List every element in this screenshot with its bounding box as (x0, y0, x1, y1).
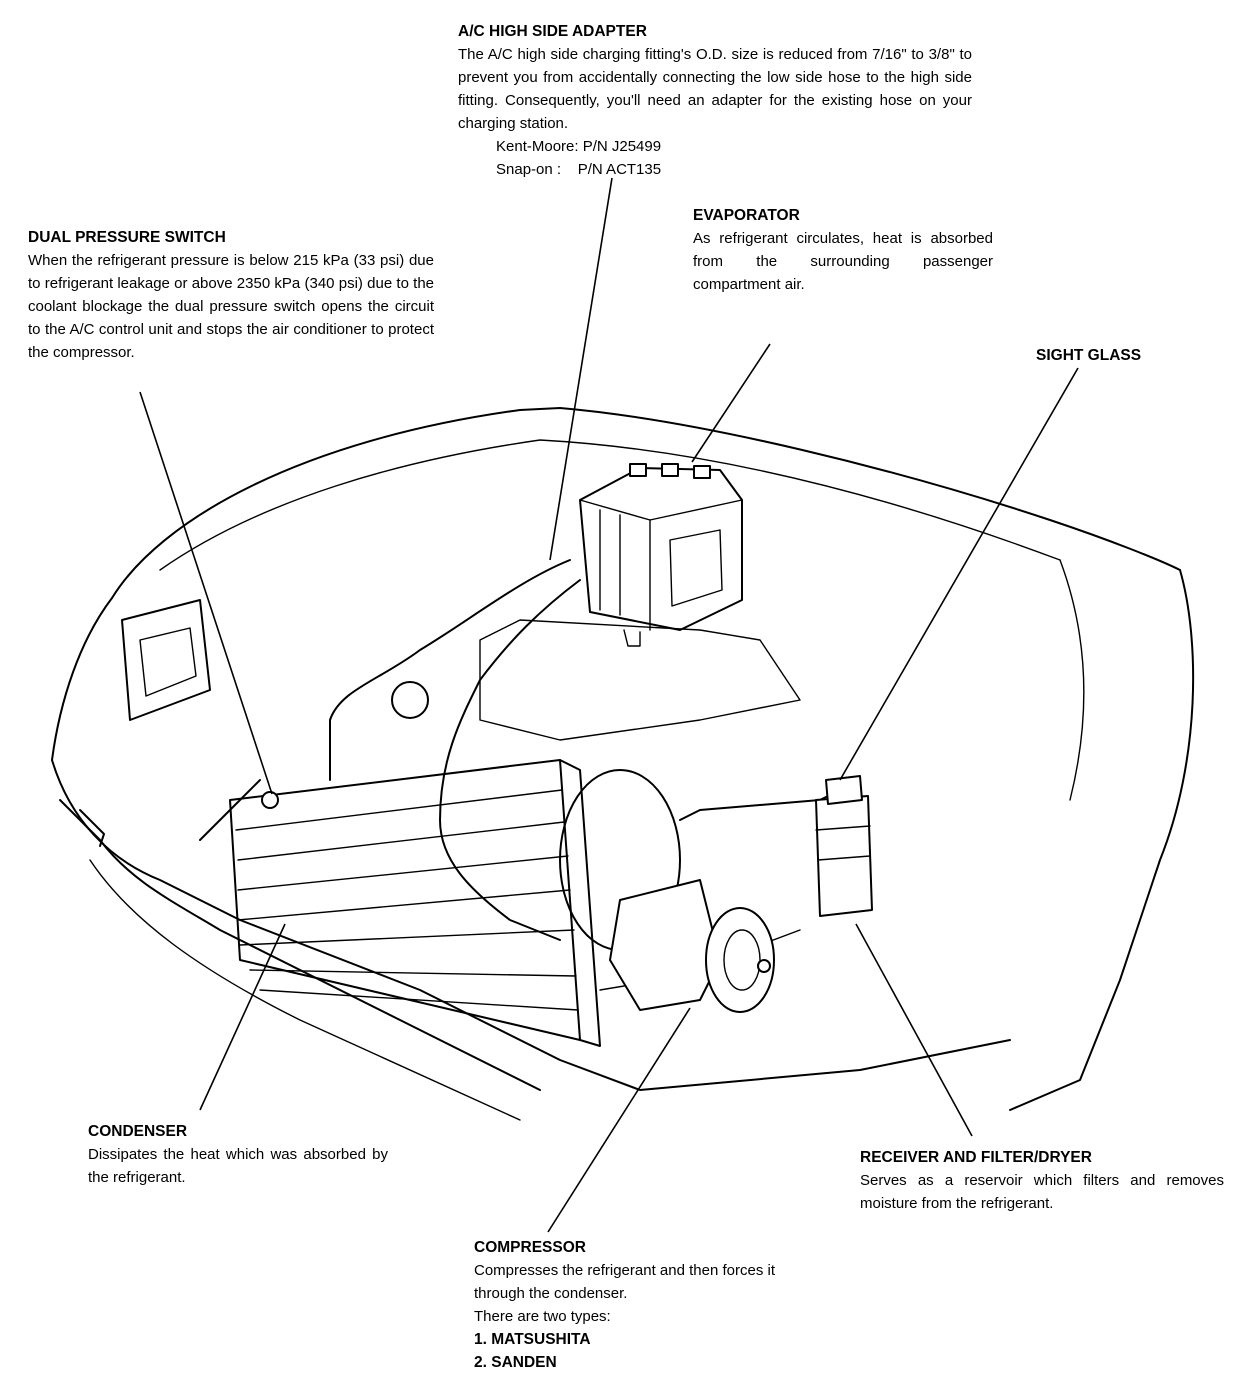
left-fender (51, 597, 113, 761)
compressor-title: COMPRESSOR (474, 1239, 586, 1256)
callout-receiver-dryer: RECEIVER AND FILTER/DRYER Serves as a re… (860, 1146, 1224, 1215)
condenser-body: Dissipates the heat which was absorbed b… (88, 1146, 388, 1186)
headlight (121, 599, 211, 721)
compressor-type-1: 1. MATSUSHITA (474, 1331, 591, 1348)
leader-evaporator (691, 343, 771, 463)
right-fender-inner (1059, 559, 1085, 801)
evaporator-body: As refrigerant circulates, heat is absor… (693, 230, 993, 293)
callout-dual-pressure-switch: DUAL PRESSURE SWITCH When the refrigeran… (28, 226, 434, 364)
high-side-adapter-title: A/C HIGH SIDE ADAPTER (458, 23, 647, 40)
snap-on-part: Snap-on : P/N ACT135 (496, 161, 662, 178)
callout-compressor: COMPRESSOR Compresses the refrigerant an… (474, 1236, 874, 1374)
compressor-unit (609, 879, 775, 1013)
kent-moore-part: Kent-Moore: P/N J25499 (496, 138, 662, 155)
callout-condenser: CONDENSER Dissipates the heat which was … (88, 1120, 388, 1189)
low-pressure-line (439, 579, 581, 941)
evaporator-title: EVAPORATOR (693, 207, 800, 224)
right-fender (1009, 569, 1195, 1111)
condenser-title: CONDENSER (88, 1123, 188, 1140)
receiver-dryer-unit (815, 775, 873, 917)
headlight-inner (139, 627, 197, 697)
bumper-notch (79, 809, 105, 847)
dual-pressure-switch-shape (261, 791, 279, 809)
leader-sight-glass (839, 367, 1079, 781)
hood-outline (111, 407, 1181, 599)
reservoir-cap (391, 681, 429, 719)
compressor-body-line-1: Compresses the refrigerant and then forc… (474, 1262, 775, 1279)
condenser-core (229, 759, 601, 1047)
evaporator-unit (579, 463, 743, 647)
receiver-dryer-body: Serves as a reservoir which filters and … (860, 1172, 1224, 1212)
engine-block (479, 619, 801, 741)
sight-glass-title: SIGHT GLASS (1036, 347, 1142, 364)
leader-receiver (855, 923, 973, 1137)
bumper-lip (89, 859, 521, 1121)
compressor-body-line-3: There are two types: (474, 1308, 611, 1325)
compressor-type-2: 2. SANDEN (474, 1354, 557, 1371)
leader-high-side-adapter (549, 177, 613, 561)
leader-condenser (199, 923, 286, 1111)
leader-compressor (547, 1007, 691, 1233)
callout-high-side-adapter: A/C HIGH SIDE ADAPTER The A/C high side … (458, 20, 972, 181)
bumper-lower (59, 799, 541, 1091)
receiver-dryer-title: RECEIVER AND FILTER/DRYER (860, 1149, 1092, 1166)
high-pressure-line (329, 559, 571, 781)
callout-sight-glass: SIGHT GLASS (1036, 344, 1216, 367)
hood-inner (159, 439, 1061, 571)
dual-pressure-switch-body: When the refrigerant pressure is below 2… (28, 252, 434, 361)
discharge-hose (199, 779, 261, 841)
dual-pressure-switch-title: DUAL PRESSURE SWITCH (28, 229, 226, 246)
compressor-body-line-2: through the condenser. (474, 1285, 628, 1302)
callout-evaporator: EVAPORATOR As refrigerant circulates, he… (693, 204, 993, 296)
leader-dual-pressure-switch (139, 391, 273, 795)
high-side-adapter-body: The A/C high side charging fitting's O.D… (458, 46, 972, 132)
